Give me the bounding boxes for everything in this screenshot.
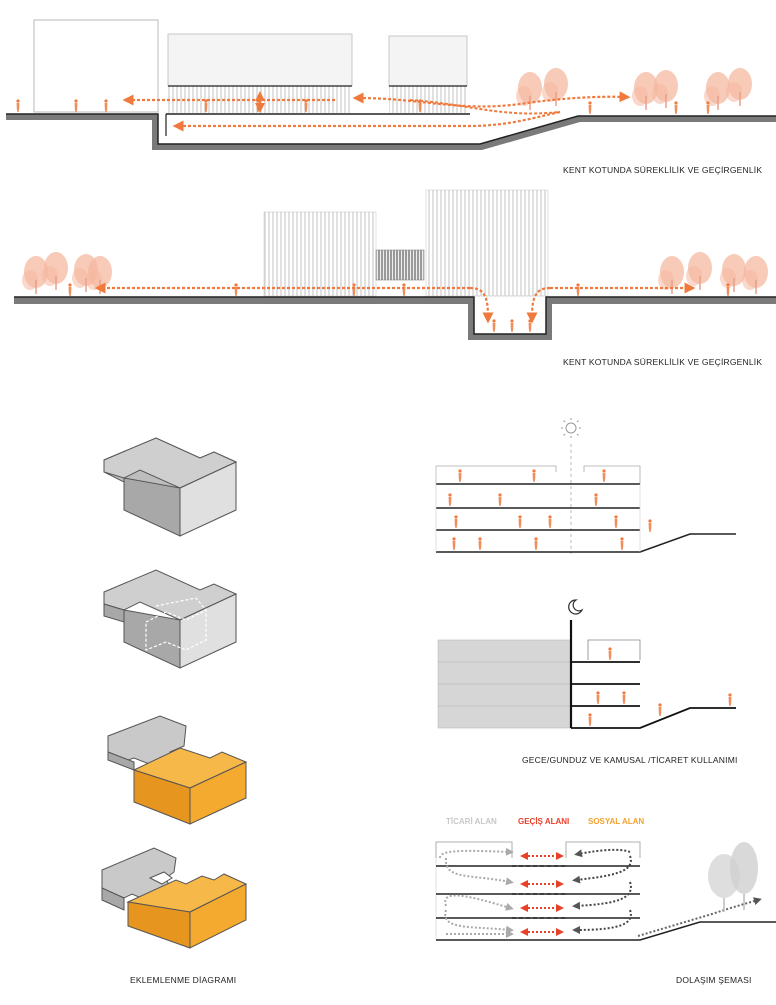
caption-assembly: EKLEMLENME DİAGRAMI bbox=[130, 975, 237, 985]
section1-building-center bbox=[167, 33, 353, 87]
tree-icon bbox=[725, 67, 753, 107]
assembly-step-2 bbox=[103, 569, 238, 669]
sun-icon bbox=[561, 418, 581, 438]
caption-section-2: KENT KOTUNDA SÜREKLİLİK VE GEÇİRGENLİK bbox=[563, 357, 763, 367]
caption-circulation: DOLAŞIM ŞEMASI bbox=[676, 975, 752, 985]
section1-ground bbox=[6, 114, 776, 150]
legend-social: SOSYAL ALAN bbox=[588, 817, 645, 826]
section1-building-left bbox=[33, 19, 159, 113]
section-2-drawing bbox=[14, 189, 776, 340]
assembly-step-4 bbox=[101, 847, 248, 949]
caption-daynight: GECE/GUNDUZ VE KAMUSAL /TİCARET KULLANIM… bbox=[522, 755, 738, 765]
legend-commercial: TİCARİ ALAN bbox=[446, 817, 497, 826]
section2-ground bbox=[14, 297, 776, 340]
assembly-step-1 bbox=[103, 437, 238, 537]
moon-icon bbox=[568, 599, 584, 615]
assembly-step-3 bbox=[107, 715, 248, 825]
section-1-drawing bbox=[6, 19, 776, 150]
daynight-night-diagram bbox=[437, 599, 736, 729]
tree-icon bbox=[708, 842, 758, 912]
tree-icon bbox=[651, 69, 679, 109]
caption-section-1: KENT KOTUNDA SÜREKLİLİK VE GEÇİRGENLİK bbox=[563, 165, 763, 175]
assembly-diagram bbox=[101, 437, 248, 949]
daynight-day-diagram bbox=[435, 418, 736, 554]
legend-transition: GEÇİŞ ALANI bbox=[518, 817, 570, 826]
circulation-diagram bbox=[435, 841, 776, 941]
section1-building-right bbox=[388, 35, 468, 87]
